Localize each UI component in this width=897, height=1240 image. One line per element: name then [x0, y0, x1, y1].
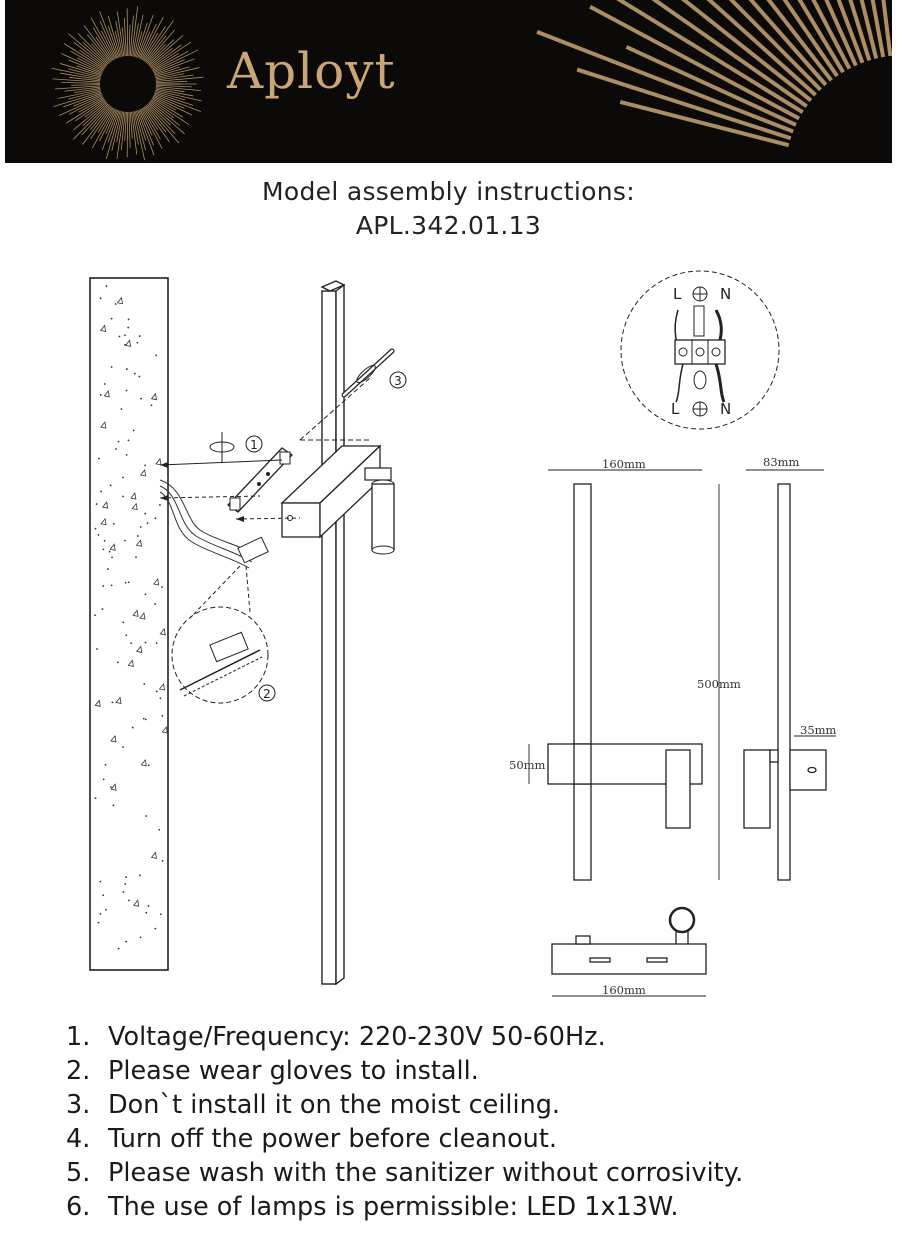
screwdriver [341, 348, 395, 398]
spot-lamp [364, 467, 395, 555]
dim-front-width: 160mm [602, 457, 646, 471]
svg-text:L: L [673, 285, 682, 303]
assembly-drawing: 1 2 3 L N L N [89, 270, 837, 997]
fixing-lines [159, 377, 371, 520]
svg-text:L: L [671, 400, 680, 418]
callout-2: 2 [258, 684, 276, 702]
rotate-arrow-icon [209, 432, 235, 462]
svg-text:N: N [720, 285, 731, 303]
instruction-notes: 1.Voltage/Frequency: 220-230V 50-60Hz. 2… [66, 1020, 743, 1224]
note-item: 2.Please wear gloves to install. [66, 1056, 479, 1086]
ground-icon [692, 286, 708, 302]
terminal-block [237, 536, 269, 564]
note-item: 5.Please wash with the sanitizer without… [66, 1158, 744, 1188]
dimension-labels: 160mm 83mm 500mm 50mm 35mm 160mm [509, 455, 837, 997]
svg-text:3: 3 [394, 374, 402, 388]
wall-section [89, 277, 169, 971]
dim-top-width: 160mm [602, 983, 646, 997]
brand-logo-text: Aployt [227, 42, 396, 100]
wiring-detail-circle [171, 565, 269, 704]
dimension-lines [528, 469, 836, 997]
sunburst-decoration [51, 0, 892, 161]
note-item: 6.The use of lamps is permissible: LED 1… [66, 1192, 679, 1222]
document-title: Model assembly instructions: APL.342.01.… [0, 175, 897, 243]
svg-text:2: 2 [263, 687, 271, 701]
dim-height: 500mm [697, 677, 741, 691]
callout-1: 1 [245, 435, 263, 453]
note-item: 4.Turn off the power before cleanout. [66, 1124, 557, 1154]
model-number: APL.342.01.13 [355, 211, 542, 240]
top-view [551, 906, 707, 975]
note-item: 3.Don`t install it on the moist ceiling. [66, 1090, 561, 1120]
front-view [547, 483, 703, 881]
note-item: 1.Voltage/Frequency: 220-230V 50-60Hz. [66, 1022, 606, 1052]
svg-text:N: N [720, 400, 731, 418]
wiring-diagram: L N L N [620, 270, 780, 430]
screw-arrows [160, 462, 244, 522]
dim-side-depth: 83mm [763, 455, 800, 469]
lamp-bar-assembly [320, 280, 346, 986]
dim-side-arm: 35mm [800, 723, 837, 737]
svg-text:1: 1 [250, 438, 258, 452]
side-view [743, 483, 827, 881]
wall-texture [94, 285, 168, 950]
brand-banner: Aployt [5, 0, 892, 163]
lamp-arm-box [280, 444, 382, 539]
dim-arm-height: 50mm [509, 758, 546, 772]
callout-3: 3 [389, 371, 407, 389]
ground-icon [692, 401, 708, 417]
supply-wires [159, 479, 256, 569]
title-line-1: Model assembly instructions: [262, 177, 635, 206]
